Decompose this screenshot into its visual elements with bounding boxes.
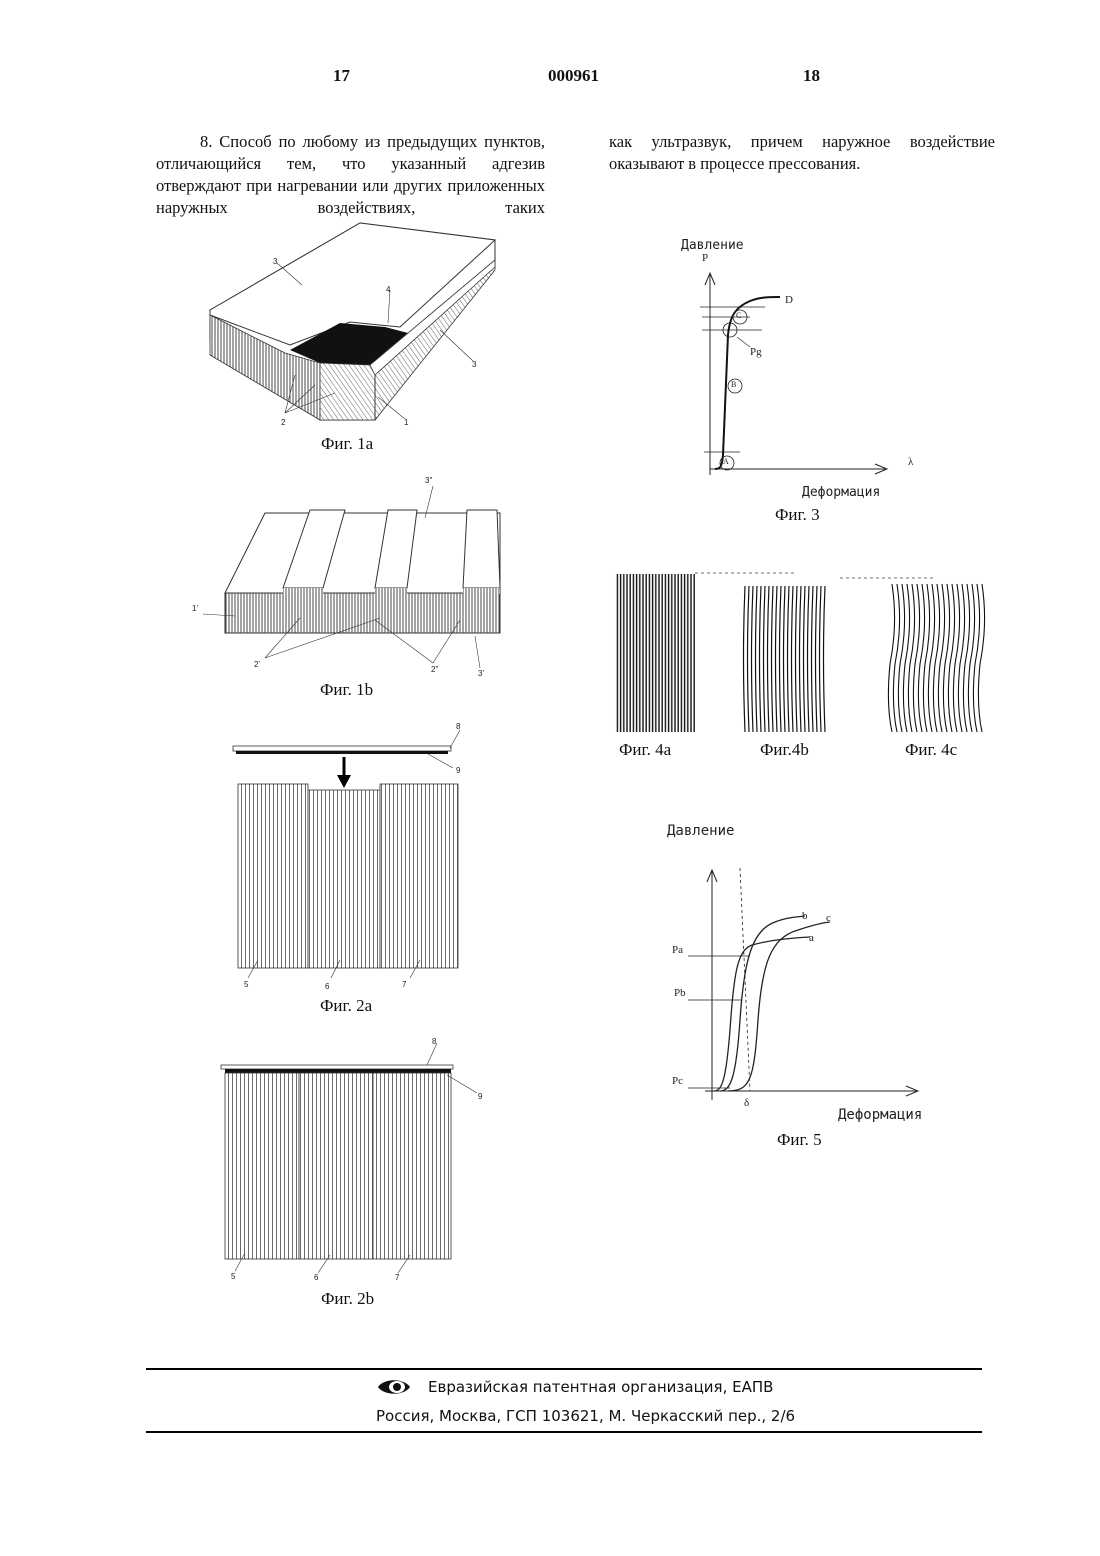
fig3-caption: Фиг. 3 bbox=[775, 505, 820, 525]
figure-4 bbox=[610, 568, 990, 738]
fig2b-label-5: 5 bbox=[231, 1272, 235, 1281]
fig2b-label-6: 6 bbox=[314, 1273, 318, 1282]
fig5-level-pb: Pb bbox=[674, 987, 686, 999]
fig2a-label-9: 9 bbox=[456, 766, 460, 775]
footer-organization: Евразийская патентная организация, ЕАПВ bbox=[428, 1378, 773, 1396]
claim-text-left: 8. Способ по любому из предыдущих пункто… bbox=[156, 131, 545, 219]
fig3-x-symbol: λ bbox=[908, 456, 913, 468]
fig2b-label-7: 7 bbox=[395, 1273, 399, 1282]
fig1b-label-3-double: 3" bbox=[425, 476, 432, 485]
fig2a-caption: Фиг. 2a bbox=[320, 996, 372, 1016]
fig2a-label-5: 5 bbox=[244, 980, 248, 989]
claim-text-right: как ультразвук, причем наружное воздейст… bbox=[609, 131, 995, 175]
fig5-caption: Фиг. 5 bbox=[777, 1130, 822, 1150]
footer-bottom-rule bbox=[146, 1431, 982, 1433]
fig1a-label-3-side: 3 bbox=[472, 360, 476, 369]
page-number-left: 17 bbox=[333, 66, 350, 86]
fig1a-label-3-top: 3 bbox=[273, 257, 277, 266]
fig5-level-pa: Pa bbox=[672, 944, 683, 956]
fig1a-label-4: 4 bbox=[386, 285, 390, 294]
fig3-point-a: A bbox=[723, 457, 729, 466]
figure-5 bbox=[680, 860, 940, 1110]
fig5-y-label: Давление bbox=[667, 823, 734, 839]
footer-top-rule bbox=[146, 1368, 982, 1370]
fig4b-caption: Фиг.4b bbox=[760, 740, 809, 760]
fig2a-label-7: 7 bbox=[402, 980, 406, 989]
fig1a-caption: Фиг. 1a bbox=[321, 434, 373, 454]
fig2b-caption: Фиг. 2b bbox=[321, 1289, 374, 1309]
fig2b-label-9: 9 bbox=[478, 1092, 482, 1101]
fig1b-label-1: 1' bbox=[192, 604, 198, 613]
fig1b-label-2-prime: 2' bbox=[254, 660, 260, 669]
eapo-logo-icon bbox=[376, 1377, 412, 1397]
figure-3 bbox=[690, 255, 940, 485]
fig1a-label-2: 2 bbox=[281, 418, 285, 427]
footer-address: Россия, Москва, ГСП 103621, М. Черкасски… bbox=[376, 1407, 795, 1425]
fig5-curve-a: a bbox=[809, 932, 814, 944]
figure-1a bbox=[190, 215, 520, 440]
fig1b-label-3-prime: 3' bbox=[478, 669, 484, 678]
fig1b-caption: Фиг. 1b bbox=[320, 680, 373, 700]
fig4b-fibers bbox=[744, 586, 826, 732]
fig1b-label-2-double: 2" bbox=[431, 665, 438, 674]
fig3-x-label: Деформация bbox=[802, 485, 880, 500]
page-number-right: 18 bbox=[803, 66, 820, 86]
fig3-y-label: Давление bbox=[681, 238, 744, 253]
fig5-x-label: Деформация bbox=[838, 1107, 922, 1123]
fig2a-label-8: 8 bbox=[456, 722, 460, 731]
fig3-point-b: B bbox=[731, 380, 736, 389]
fig5-curve-c: c bbox=[826, 912, 831, 924]
fig3-point-d: D bbox=[785, 294, 793, 306]
fig1a-label-1: 1 bbox=[404, 418, 408, 427]
fig4c-fibers bbox=[888, 584, 984, 732]
fig5-curve-b: b bbox=[802, 910, 808, 922]
fig5-level-pc: Pc bbox=[672, 1075, 683, 1087]
document-number: 000961 bbox=[548, 66, 599, 86]
fig3-point-pg: Pg bbox=[750, 346, 762, 358]
fig3-point-c: C bbox=[736, 311, 741, 320]
fig4a-caption: Фиг. 4a bbox=[619, 740, 671, 760]
fig4c-caption: Фиг. 4c bbox=[905, 740, 957, 760]
figure-2a bbox=[228, 720, 478, 990]
fig2b-label-8: 8 bbox=[432, 1037, 436, 1046]
fig5-x-mark: δ bbox=[744, 1097, 749, 1109]
figure-2b bbox=[215, 1035, 495, 1285]
fig3-y-symbol: P bbox=[702, 252, 708, 264]
fig2a-label-6: 6 bbox=[325, 982, 329, 991]
figure-1b bbox=[195, 478, 525, 688]
